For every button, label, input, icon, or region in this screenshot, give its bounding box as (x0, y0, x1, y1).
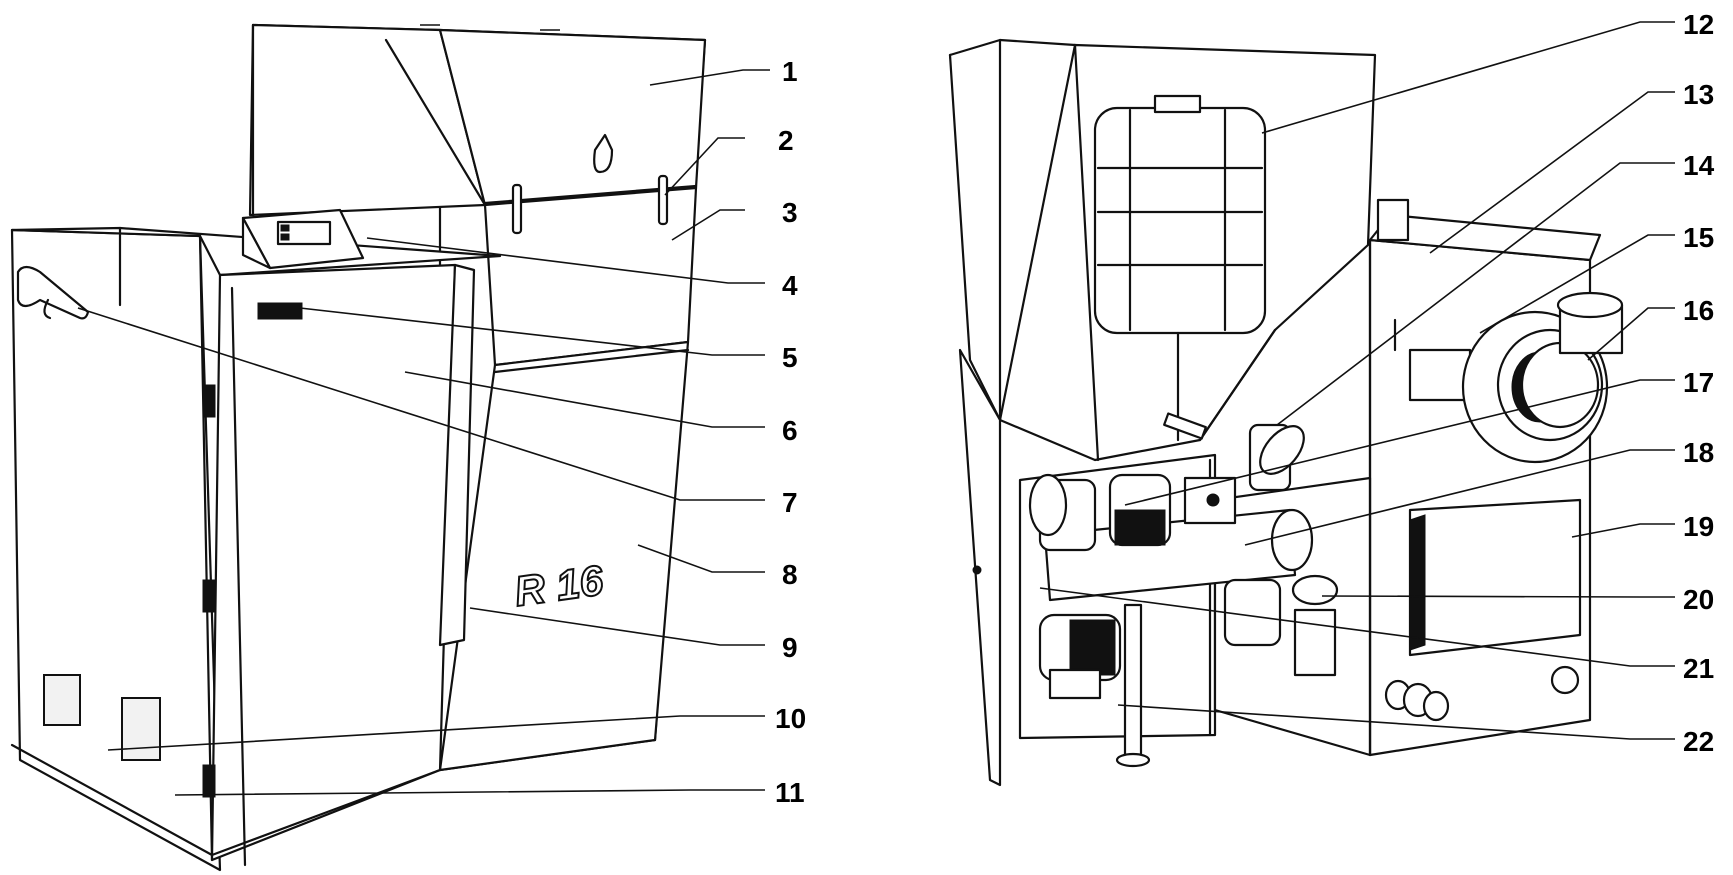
boiler-front-view: R 16 (10, 23, 707, 872)
callout-18: 18 (1683, 437, 1714, 468)
callout-17: 17 (1683, 367, 1714, 398)
callout-4: 4 (782, 270, 798, 301)
callout-11: 11 (775, 777, 805, 808)
callout-13: 13 (1683, 79, 1714, 110)
callout-20: 20 (1683, 584, 1714, 615)
callout-21: 21 (1683, 653, 1714, 684)
callout-16: 16 (1683, 295, 1714, 326)
boiler-body (10, 208, 502, 872)
callout-1: 1 (782, 56, 798, 87)
callout-2: 2 (778, 125, 794, 156)
leader-lines (77, 21, 1675, 796)
callout-5: 5 (782, 342, 798, 373)
callout-7: 7 (782, 487, 798, 518)
callout-14: 14 (1683, 150, 1715, 181)
callout-numbers: 1 2 3 4 5 6 7 8 9 10 11 12 13 14 15 16 1… (775, 9, 1715, 808)
callout-9: 9 (782, 632, 798, 663)
rear-hopper (948, 38, 1377, 462)
callout-3: 3 (782, 197, 798, 228)
callout-12: 12 (1683, 9, 1714, 40)
callout-22: 22 (1683, 726, 1714, 757)
rear-boiler-body (1213, 198, 1624, 757)
callout-10: 10 (775, 703, 806, 734)
callout-8: 8 (782, 559, 798, 590)
callout-15: 15 (1683, 222, 1714, 253)
boiler-rear-view (948, 38, 1624, 787)
callout-19: 19 (1683, 511, 1714, 542)
callout-6: 6 (782, 415, 798, 446)
